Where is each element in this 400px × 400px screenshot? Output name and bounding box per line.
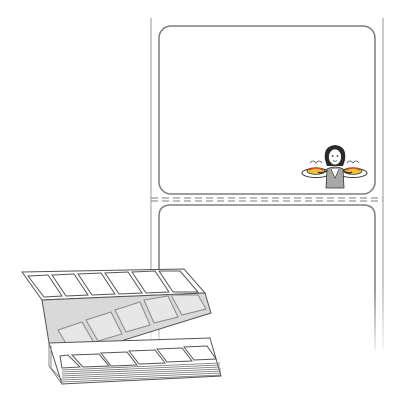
waitress-serving-two-plates-icon bbox=[301, 145, 368, 189]
perforation bbox=[151, 197, 383, 202]
fanfold-label-stack bbox=[21, 268, 222, 385]
label-top-shape bbox=[158, 25, 376, 195]
label-top bbox=[158, 25, 376, 195]
